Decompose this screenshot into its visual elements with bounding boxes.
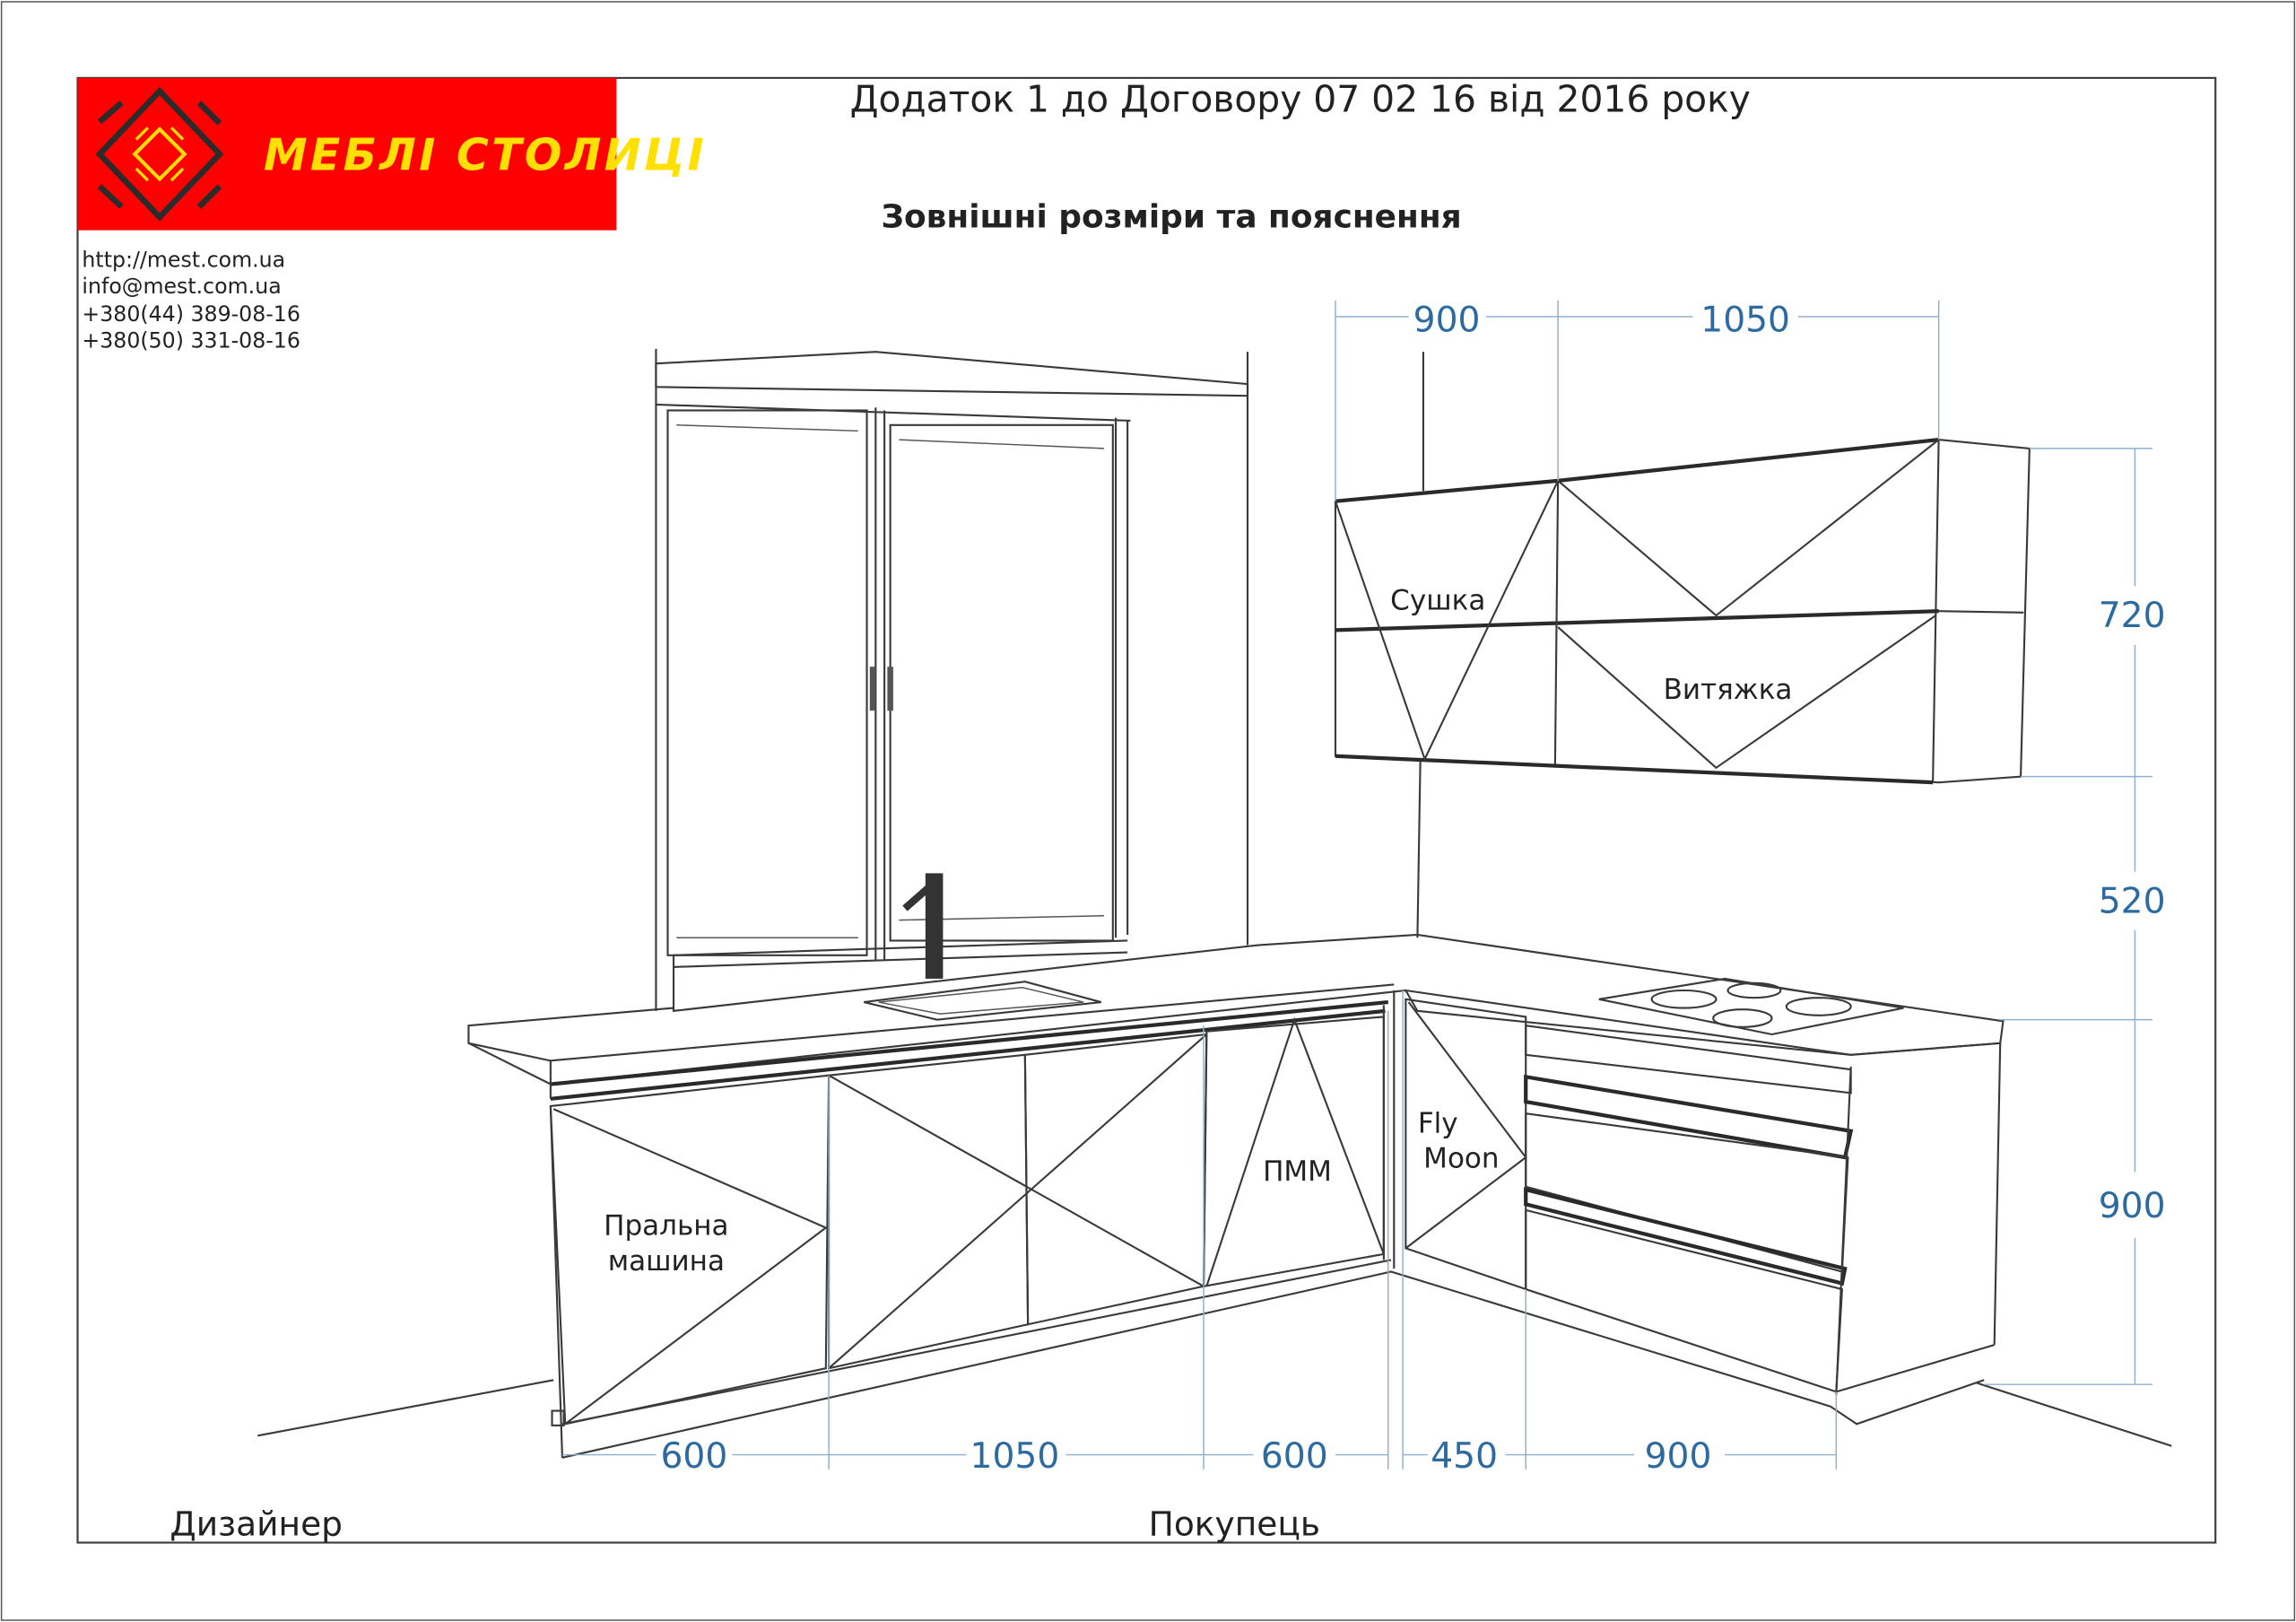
dim-top-1: 900 [1413,300,1481,340]
dim-bottom-3: 600 [1261,1436,1328,1477]
label-fly-moon-1: Fly [1418,1107,1458,1139]
contact-phone-1: +380(44) 389-08-16 [82,301,300,327]
label-dryer: Сушка [1390,585,1485,617]
dimension-lines [561,301,2152,1469]
logo-brand-name: МЕБЛІ СТОЛИЦІ [264,130,707,181]
document-subtitle: Зовнішні розміри та пояснення [882,198,1462,235]
drawing-frame [76,76,2217,1544]
label-hood: Витяжка [1664,674,1793,706]
faucet-icon [902,873,944,979]
contact-website: http://mest.com.ua [82,247,285,272]
logo-diamond-icon [95,86,224,222]
label-fly-moon-2: Moon [1423,1143,1499,1175]
window [655,351,1249,1011]
dim-bottom-2: 1050 [970,1436,1060,1477]
contact-phone-2: +380(50) 331-08-16 [82,327,300,353]
logo: МЕБЛІ СТОЛИЦІ [77,77,707,231]
dim-bottom-4: 450 [1431,1436,1498,1477]
base-cabinets [467,933,2005,1459]
dim-right-2: 520 [2099,881,2166,921]
sink [864,981,1102,1021]
cooktop [1598,977,1904,1036]
room-lines [257,348,2172,1447]
document-title: Додаток 1 до Договору 07 02 16 від 2016 … [850,77,1751,120]
designer-signature-label: Дизайнер [170,1504,343,1543]
label-washing-machine-1: Пральна [604,1210,728,1243]
dim-top-2: 1050 [1700,300,1790,340]
contact-email: info@mest.com.ua [82,274,281,299]
dim-right-3: 900 [2099,1186,2166,1226]
label-washing-machine-2: машина [608,1245,725,1278]
buyer-signature-label: Покупець [1149,1504,1320,1543]
dim-bottom-5: 900 [1645,1436,1712,1477]
label-dishwasher: ПММ [1263,1155,1332,1188]
dim-bottom-1: 600 [660,1436,727,1477]
dim-right-1: 720 [2099,596,2166,636]
upper-cabinets [1334,438,2031,785]
